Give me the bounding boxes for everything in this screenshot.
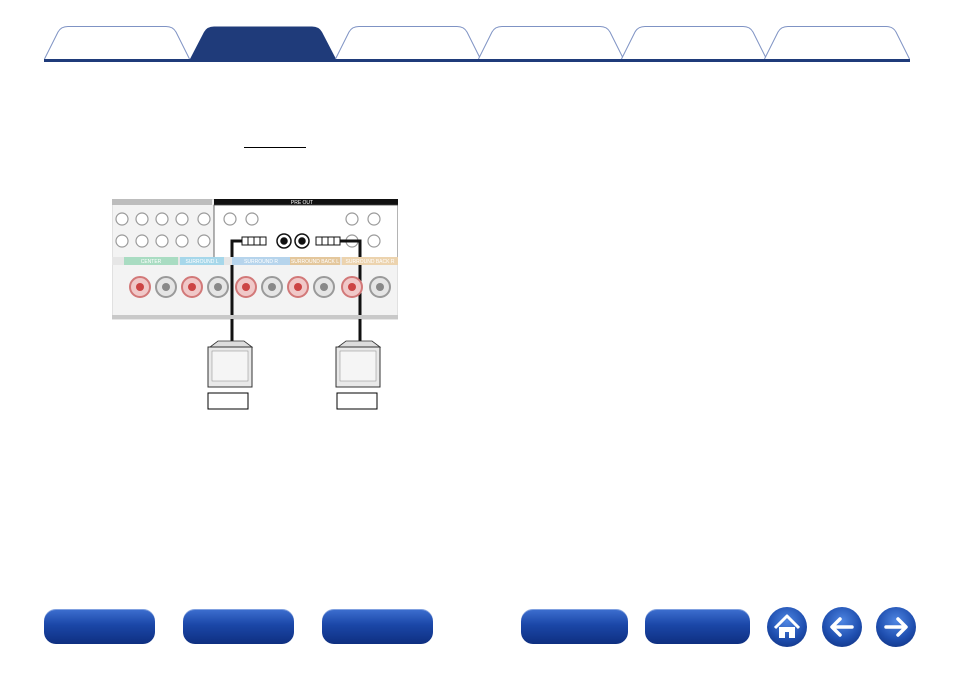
tab-underline [44,59,910,62]
speaker-label-box-right [336,392,378,410]
tab-6[interactable] [764,26,910,59]
subwoofer-left [207,340,254,388]
channel-label-surround-back-l: SURROUND BACK L [291,259,339,265]
home-icon [773,614,801,638]
channel-label-surround-r: SURROUND R [244,259,278,265]
back-arrow-icon [830,617,854,637]
pre-out-label: PRE OUT [291,200,313,206]
tab-3[interactable] [335,26,481,59]
nav-button-4[interactable] [521,609,628,644]
home-button[interactable] [767,607,807,647]
nav-button-3[interactable] [322,609,433,644]
tab-2[interactable] [190,26,336,59]
connection-diagram: PRE OUT [111,198,399,411]
subwoofer-right [335,340,382,388]
channel-label-surround-l: SURROUND L [185,259,218,265]
underlined-text-mark [244,147,306,148]
nav-button-2[interactable] [183,609,294,644]
tab-4[interactable] [478,26,624,59]
nav-button-1[interactable] [44,609,155,644]
tab-bar [44,26,910,62]
nav-button-5[interactable] [645,609,750,644]
back-button[interactable] [822,607,862,647]
receiver-rear-panel-illustration: PRE OUT [111,198,399,410]
speaker-label-box-left [207,392,249,410]
forward-button[interactable] [876,607,916,647]
channel-label-center: CENTER [141,259,162,265]
channel-label-surround-back-r: SURROUND BACK R [346,259,395,265]
tab-1[interactable] [44,26,190,59]
tab-5[interactable] [621,26,767,59]
forward-arrow-icon [884,617,908,637]
